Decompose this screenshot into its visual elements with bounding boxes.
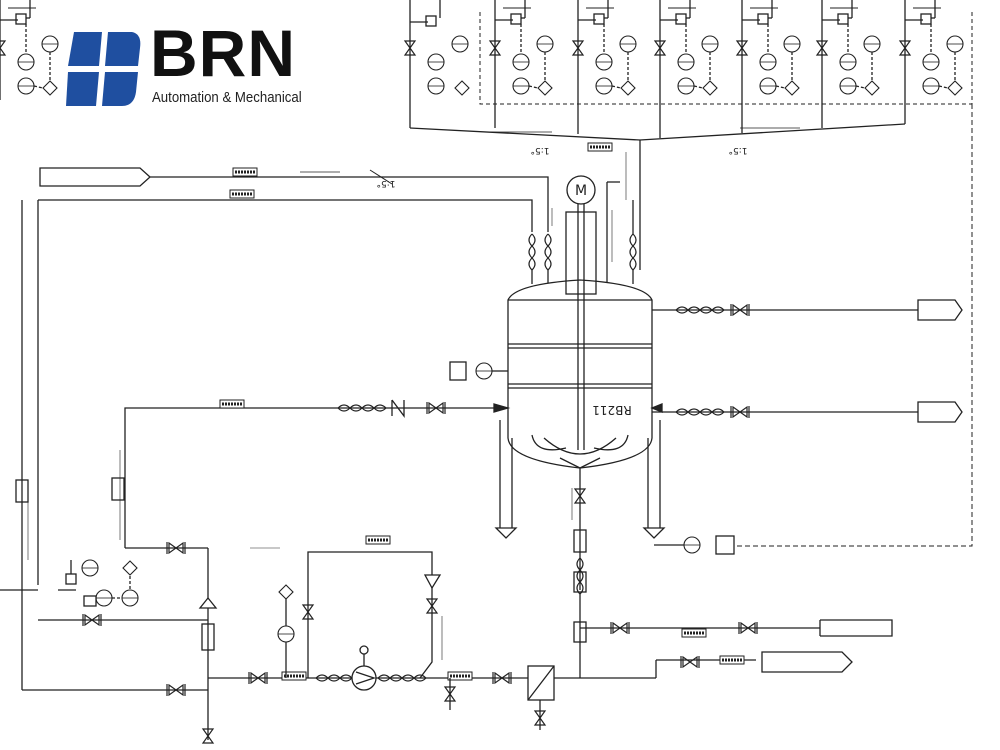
header-collection-pipe [409,100,906,270]
brn-logo-mark-icon [66,32,141,106]
vessel-temperature-instrument [449,361,508,381]
agitator-motor [566,175,596,205]
vessel-tag: RB211 [592,403,631,417]
dashed-signal-right [735,104,973,547]
motor-symbol: M [575,183,587,199]
line-number-ticks [27,152,627,660]
bottom-outlet-line [556,488,893,679]
pump-section [208,534,556,730]
brand-name: BRN [150,16,296,90]
slope-label-3: 1:5° [729,145,748,155]
blender-vessel [493,196,666,590]
top-header-units [0,0,973,128]
vessel-top-nozzles [528,181,637,284]
recirculation-return-line [111,398,508,548]
temp-transmitter-box [715,535,735,555]
logo-block-bottom-right [102,72,138,106]
cooling-water-lines [650,299,963,423]
slope-label-1: 1:5° [377,178,396,188]
logo-block-top-right [105,32,141,66]
logo-block-top-left [68,32,102,66]
slope-label-2: 1:5° [531,145,550,155]
inlet-line-top [37,166,549,585]
brand-subtitle: Automation & Mechanical [152,89,302,106]
logo-block-bottom-left [66,72,99,106]
left-riser-lines [0,200,218,744]
